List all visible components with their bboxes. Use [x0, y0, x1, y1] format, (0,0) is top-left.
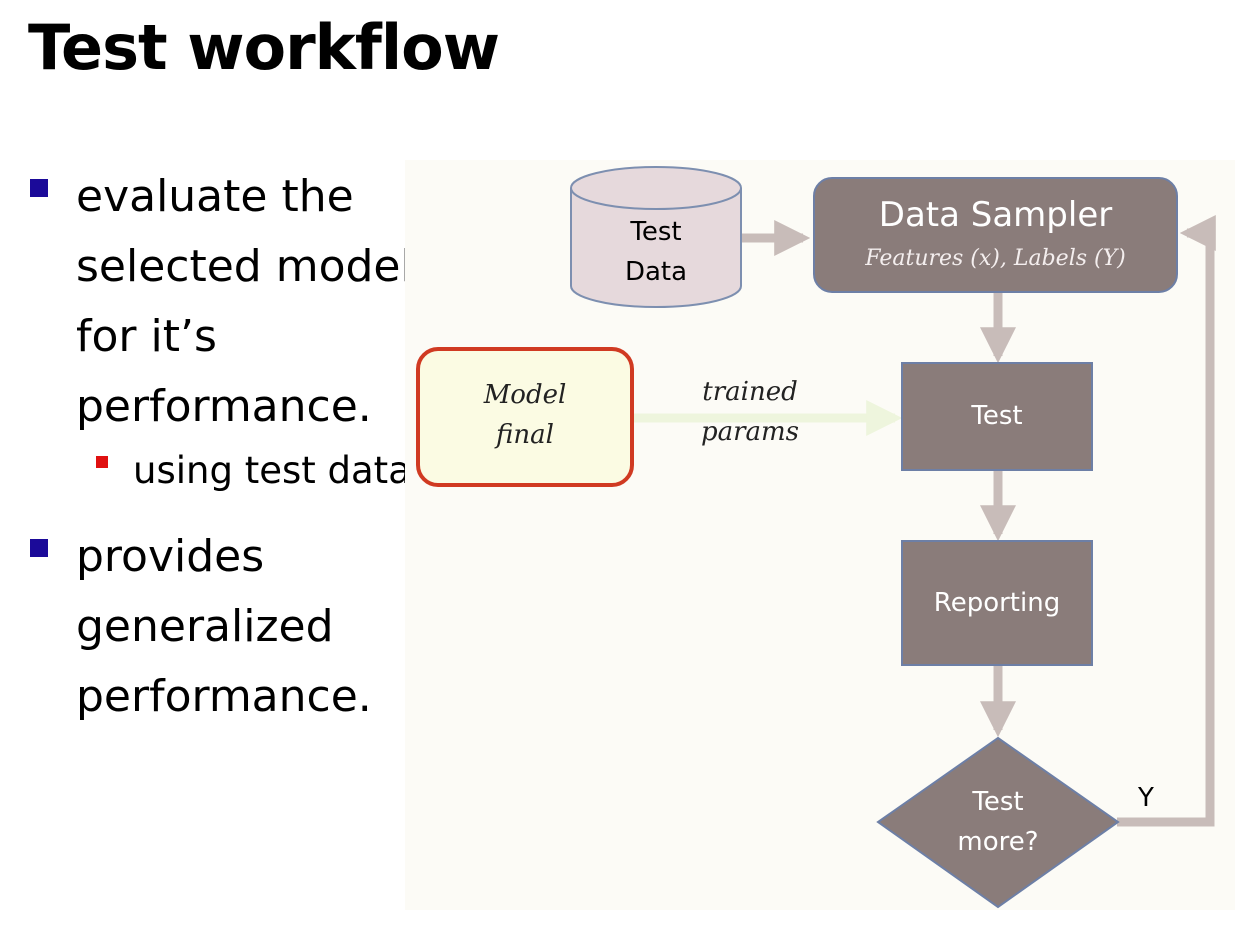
bullet-text: provides generalized performance.	[76, 531, 372, 722]
sub-bullet-text: using test data	[133, 449, 411, 492]
loop-label-y: Y	[1138, 783, 1154, 813]
decision-node	[876, 736, 1120, 909]
decision-line2: more?	[957, 827, 1039, 857]
reporting-node-label: Reporting	[933, 588, 1061, 618]
arrow-loop-back	[1117, 215, 1216, 827]
test-data-line2: Data	[624, 257, 688, 287]
test-node	[901, 362, 1093, 471]
data-sampler-subtitle: Features (x), Labels (Y)	[865, 246, 1126, 271]
bullet-square-icon	[30, 539, 48, 557]
model-final-node	[416, 347, 634, 487]
workflow-diagram: Test Data Data Sampler Features (x), Lab…	[405, 160, 1235, 910]
reporting-node	[901, 540, 1093, 666]
test-data-cylinder	[570, 166, 742, 308]
data-sampler-node	[813, 177, 1178, 293]
bullet-item: provides generalized performance.	[30, 522, 430, 732]
test-data-line1: Test	[630, 217, 682, 247]
decision-line1: Test	[972, 787, 1024, 817]
data-sampler-title: Data Sampler	[878, 195, 1113, 235]
decision-node-label: Test more?	[898, 782, 1098, 862]
sub-bullet-square-icon	[96, 456, 108, 468]
test-data-label: Test Data	[571, 212, 741, 292]
sub-bullet-item: using test data	[30, 442, 430, 500]
bullet-square-icon	[30, 179, 48, 197]
model-line1: Model	[483, 380, 567, 410]
diagram-canvas	[405, 160, 1235, 910]
bullet-list: evaluate the selected model for it’s per…	[30, 162, 430, 732]
edge-label-line2: params	[700, 417, 800, 447]
model-final-label: Model final	[418, 375, 632, 455]
trained-params-label: trained params	[675, 372, 825, 452]
model-line2: final	[496, 420, 554, 450]
slide-title: Test workflow	[28, 11, 500, 84]
edge-label-line1: trained	[702, 377, 798, 407]
test-node-label: Test	[971, 401, 1023, 431]
bullet-item: evaluate the selected model for it’s per…	[30, 162, 430, 442]
bullet-text: evaluate the selected model for it’s per…	[76, 171, 413, 432]
